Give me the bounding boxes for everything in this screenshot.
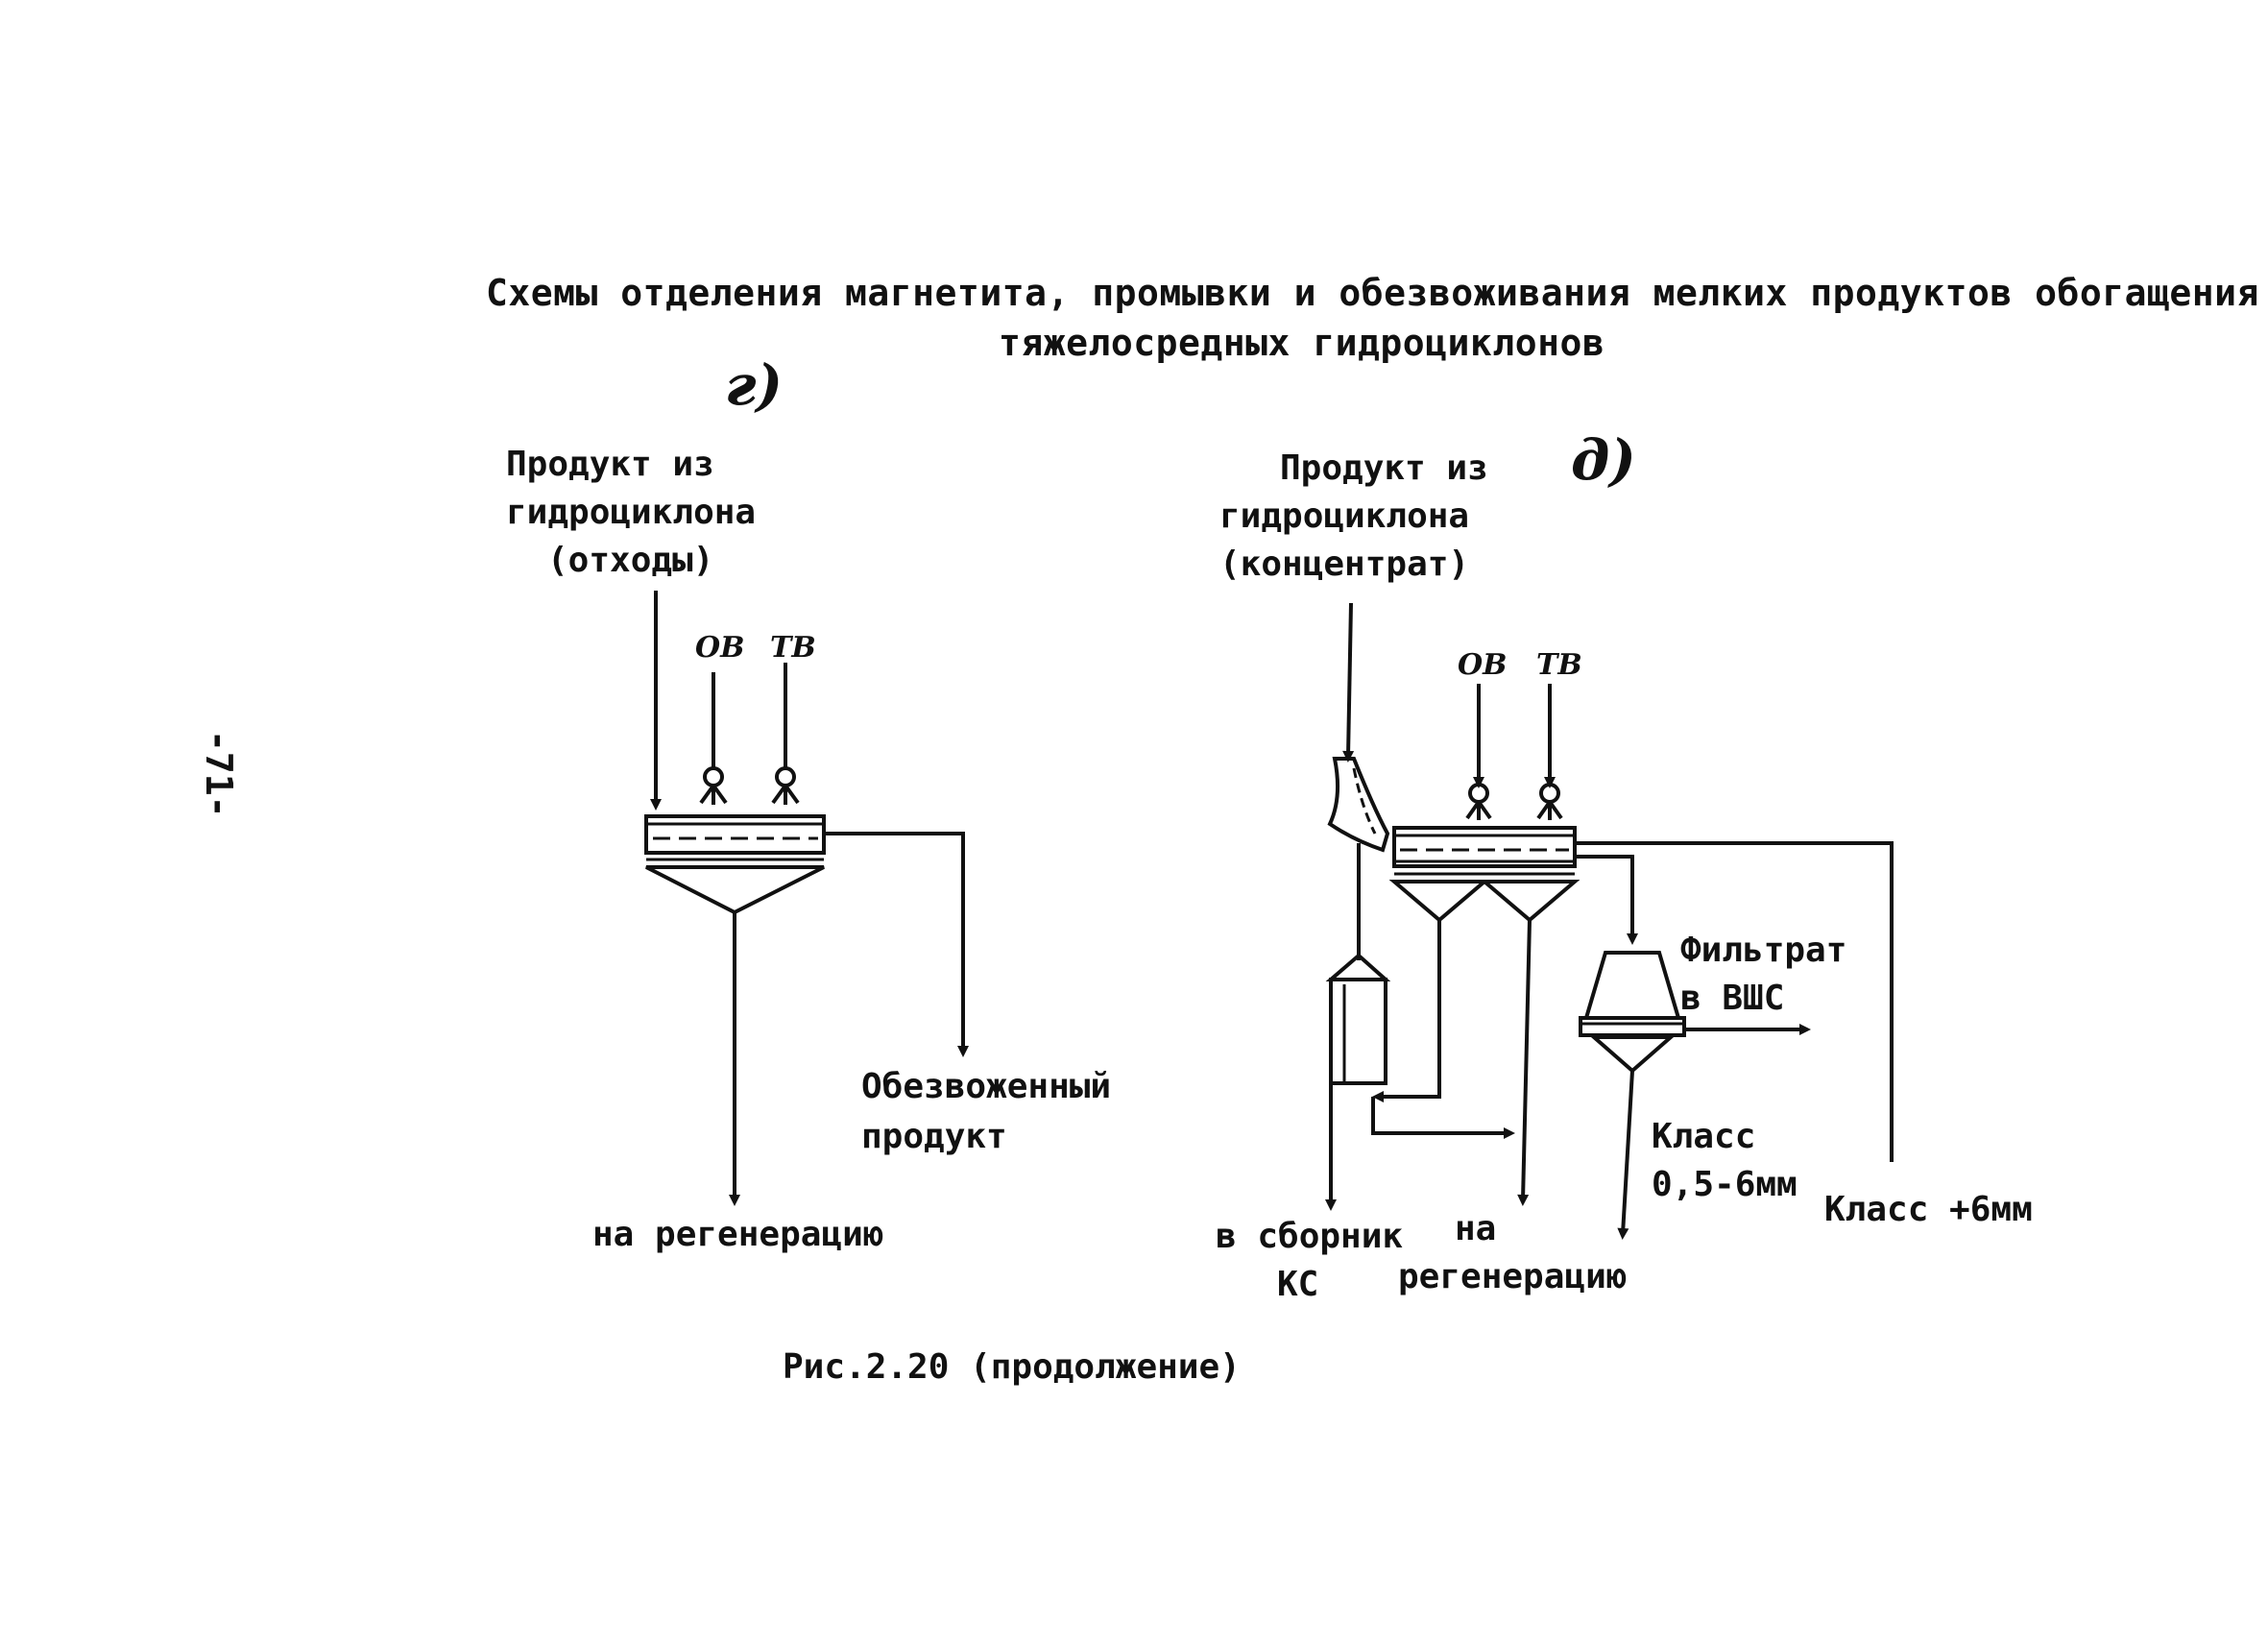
scheme-d-sprinkler-ov (1465, 783, 1492, 820)
figure-caption: Рис.2.20 (продолжение) (783, 1347, 1241, 1387)
scheme-d-drawing (1325, 602, 1894, 1240)
scheme-g-screen (644, 814, 826, 855)
diagram-title-line1: Схемы отделения магнетита, промывки и об… (486, 272, 2259, 314)
scheme-g-water-tv: ТВ (770, 631, 816, 665)
scheme-g-marker: г) (725, 352, 784, 418)
scheme-d-water-ov: ОВ (1458, 648, 1508, 682)
scheme-d-feed-line2: гидроциклона (1219, 496, 1470, 536)
scheme-g-sprinkler-tv (771, 766, 800, 805)
scheme-d-hopper-2 (1479, 880, 1580, 923)
scheme-g-output-left: на регенерацию (592, 1215, 884, 1254)
scheme-d-separator (1329, 978, 1387, 1085)
scheme-g-output-right-line1: Обезвоженный (861, 1067, 1112, 1106)
scheme-g-hopper (645, 865, 825, 915)
scheme-d-filter (1583, 951, 1681, 1020)
scheme-d-sieve-bend (1327, 757, 1390, 853)
scheme-d-filter-base (1579, 1016, 1686, 1037)
scheme-d-filtrate-line2: в ВШС (1680, 979, 1785, 1018)
scheme-g-output-right-line2: продукт (861, 1117, 1007, 1156)
scheme-d-class-plus-line (1575, 841, 1894, 1162)
scheme-d-filter-cone (1588, 1035, 1677, 1074)
scheme-d-class-mid-line1: Класс (1652, 1117, 1756, 1156)
scheme-d-output-regen-line2: регенерацию (1398, 1257, 1628, 1296)
scheme-d-filter-feed (1575, 855, 1638, 945)
scheme-g-sprinkler-ov (699, 766, 728, 805)
scheme-g-water-ov: ОВ (695, 631, 745, 665)
scheme-d-class-plus: Класс +6мм (1824, 1190, 2033, 1229)
scheme-d-filtrate-line1: Фильтрат (1680, 931, 1847, 970)
scheme-d-marker: д) (1571, 427, 1636, 493)
scheme-d-hopper-1 (1388, 880, 1490, 923)
scheme-d-feed-line1: Продукт из (1280, 448, 1488, 488)
scheme-d-screen (1392, 826, 1577, 868)
scheme-d-regen-feed (1371, 1097, 1515, 1139)
scheme-d-feed-line3: (концентрат) (1219, 545, 1470, 584)
diagram-title-line2: тяжелосредных гидроциклонов (999, 322, 1605, 364)
scheme-g-feed-line3: (отходы) (547, 541, 714, 580)
scheme-d-output-regen-line1: на (1455, 1209, 1497, 1248)
scheme-d-feed-arrow (1342, 602, 1355, 762)
scheme-d-output-collector-line1: в сборник (1216, 1217, 1404, 1256)
scheme-g-drawing (644, 591, 969, 1206)
scheme-g-product-line (824, 832, 969, 1057)
scheme-d-hopper2-arrow (1517, 919, 1532, 1206)
scheme-d-sprinkler-tv (1536, 783, 1563, 820)
scheme-d-hopper1-return (1372, 920, 1441, 1102)
scheme-d-class-mid-line2: 0,5-6мм (1652, 1165, 1798, 1204)
scheme-d-output-collector-line2: КС (1277, 1265, 1319, 1304)
scheme-g-feed-line1: Продукт из (506, 445, 714, 484)
scheme-d-class-mid-arrow (1617, 1070, 1634, 1240)
scheme-g-feed-line2: гидроциклона (506, 493, 757, 532)
scheme-d-water-tv: ТВ (1536, 648, 1582, 682)
